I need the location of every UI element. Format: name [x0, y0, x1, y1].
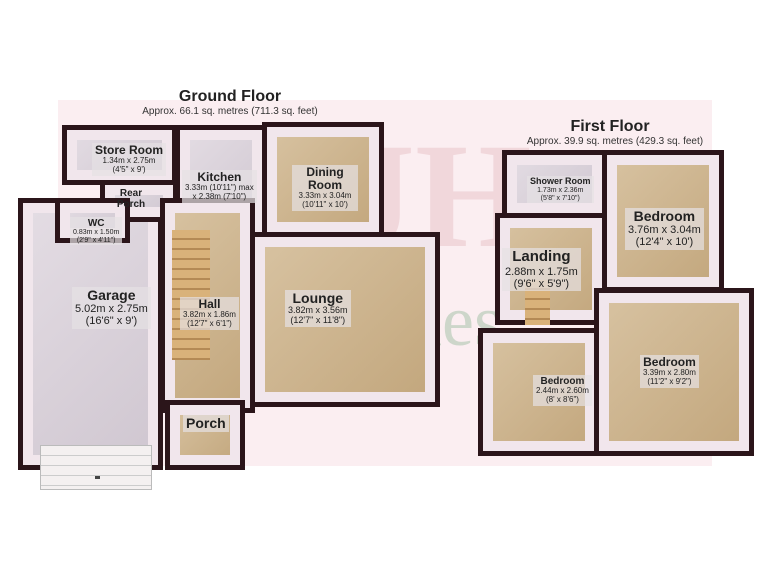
- ground-floor-title: Ground Floor: [178, 88, 282, 105]
- first-floor-area: Approx. 39.9 sq. metres (429.3 sq. feet): [526, 136, 704, 147]
- first-floor-title: First Floor: [570, 118, 650, 135]
- label-porch: Porch: [183, 415, 229, 433]
- label-rear-porch: Rear Porch: [116, 188, 146, 210]
- garage-door: [40, 445, 152, 490]
- stairs: [172, 230, 210, 360]
- garage-door-handle: [95, 476, 100, 479]
- ground-floor-area: Approx. 66.1 sq. metres (711.3 sq. feet): [142, 106, 318, 117]
- room-porch: [165, 400, 245, 470]
